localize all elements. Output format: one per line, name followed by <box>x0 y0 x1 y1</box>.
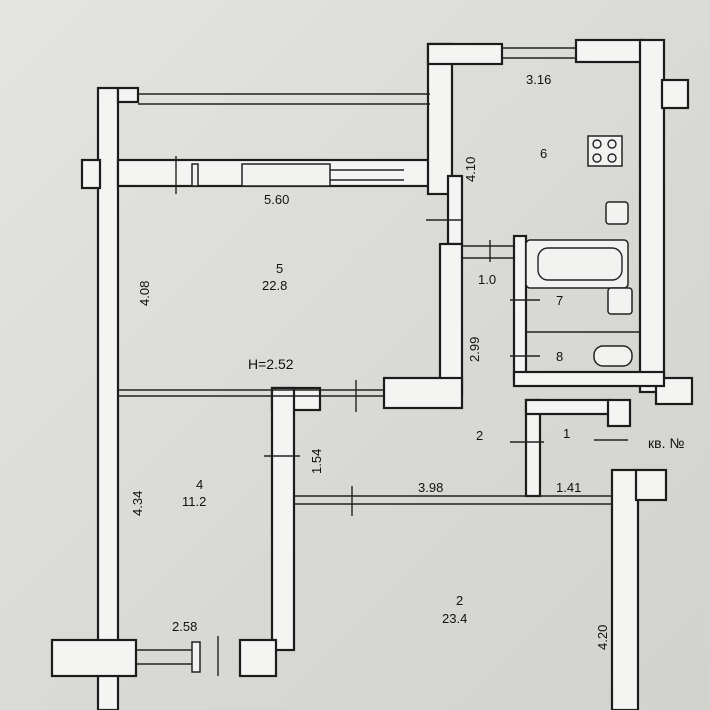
room-number-1: 1 <box>563 426 571 441</box>
dimension-kitchen-length: 4.10 <box>463 156 478 182</box>
wall-room5-bottom <box>382 376 464 410</box>
wall-entry-right <box>606 398 632 428</box>
stove-burner-icon <box>607 153 617 163</box>
stove-burner-icon <box>607 139 617 149</box>
stove-icon <box>587 135 623 167</box>
stove-burner-icon <box>592 139 602 149</box>
wall-right-outer <box>638 38 666 394</box>
room-number-8: 8 <box>556 349 564 364</box>
room-number-2-large: 2 <box>456 593 464 608</box>
room-number-6: 6 <box>540 146 548 161</box>
wall-kitchen-left <box>426 42 454 196</box>
wall-kitchen-inner <box>446 174 464 246</box>
wall-left-stub <box>80 158 102 190</box>
dimension-room4-width: 2.58 <box>172 619 198 634</box>
dimension-room2-length: 4.20 <box>595 624 610 650</box>
room-number-4: 4 <box>196 477 204 492</box>
wall-kitchen-top-left <box>426 42 504 66</box>
dimension-room5-width: 5.60 <box>264 192 290 207</box>
wall-right-lower-stub <box>654 376 694 406</box>
window-room5-mid <box>241 163 331 187</box>
wall-left-outer <box>96 86 120 710</box>
dimension-hall-length: 2.99 <box>467 336 482 362</box>
wall-room4-right <box>270 386 296 652</box>
apartment-label: кв. № <box>648 435 685 451</box>
room-number-2-hall: 2 <box>476 428 484 443</box>
bathtub-inner-icon <box>537 247 623 281</box>
room-area-5: 22.8 <box>262 278 288 293</box>
window-room4 <box>191 641 201 673</box>
dimension-room4-length: 4.34 <box>130 490 145 516</box>
wall-bottom-right <box>238 638 278 678</box>
wall-bath-bottom <box>512 370 666 388</box>
kitchen-sink-icon <box>605 201 629 225</box>
wall-right-lower <box>610 468 640 710</box>
dimension-room5-length: 4.08 <box>137 280 152 306</box>
wall-right-lower-cap <box>634 468 668 502</box>
wall-bottom-left <box>50 638 138 678</box>
dimension-kitchen-width: 3.16 <box>526 72 552 87</box>
room-area-2-large: 23.4 <box>442 611 468 626</box>
dimension-entry-width: 1.41 <box>556 480 582 495</box>
wall-entry-top <box>524 398 612 416</box>
room-number-5: 5 <box>276 261 284 276</box>
room-area-4: 11.2 <box>182 494 207 509</box>
bathtub-icon <box>525 239 629 289</box>
wall-bath-left <box>512 234 528 382</box>
wall-hall-left <box>438 242 464 396</box>
room-number-7: 7 <box>556 293 564 308</box>
dimension-corridor-width: 1.54 <box>309 448 324 474</box>
stove-burner-icon <box>592 153 602 163</box>
ceiling-height: H=2.52 <box>248 356 294 372</box>
wall-right-stub <box>660 78 690 110</box>
window-room5-left <box>191 163 199 187</box>
bathroom-sink-icon <box>607 287 633 315</box>
dimension-corridor-length: 3.98 <box>418 480 444 495</box>
wall-kitchen-top-right <box>574 38 644 64</box>
wall-left-top-cap <box>116 86 140 104</box>
dimension-hall-width: 1.0 <box>478 272 497 287</box>
toilet-icon <box>593 345 633 367</box>
